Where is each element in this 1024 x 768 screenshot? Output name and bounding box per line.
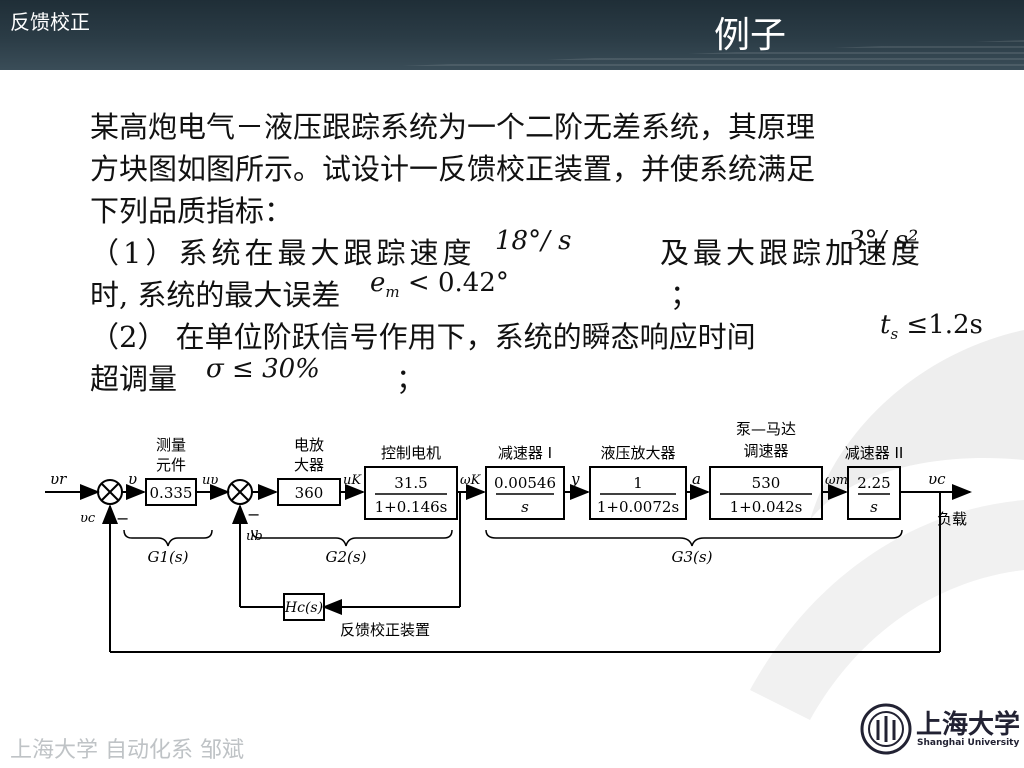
- text-line-6a: （2） 在单位阶跃信号作用下，系统的瞬态响应时间: [90, 320, 756, 354]
- signal-y: y: [570, 470, 580, 488]
- group-g1: G1(s): [148, 548, 189, 566]
- block-r2-num: 2.25: [857, 474, 890, 492]
- label-reducer2: 减速器 II: [845, 444, 904, 462]
- signal-minus-1: −: [116, 509, 129, 528]
- block-pump-num: 530: [752, 474, 781, 492]
- group-g2: G2(s): [326, 548, 367, 566]
- block-r1-den: s: [521, 498, 529, 516]
- label-feedback: 反馈校正装置: [340, 621, 430, 639]
- block-hyd-den: 1+0.0072s: [597, 498, 679, 516]
- label-reducer1: 减速器 I: [498, 444, 552, 462]
- text-line-7a: 超调量: [90, 362, 178, 396]
- signal-vr: υr: [50, 470, 67, 488]
- math-max-speed: 18°/ s: [495, 226, 572, 256]
- text-line-4b: 及最大跟踪加速度: [660, 236, 925, 270]
- background-swirl: [750, 330, 1024, 720]
- block-motor-num: 31.5: [394, 474, 427, 492]
- label-amp-2: 大器: [294, 456, 324, 474]
- math-overshoot: σ ≤ 30%: [206, 354, 320, 384]
- text-line-4a: （1）系统在最大跟踪速度: [90, 236, 476, 270]
- signal-wk: ωK: [460, 473, 482, 488]
- block-amp: 360: [295, 484, 324, 502]
- label-amp-1: 电放: [294, 436, 324, 454]
- signal-vc-out: υc: [928, 470, 946, 488]
- footer-text: 上海大学 自动化系 邹斌: [10, 738, 244, 763]
- group-g3: G3(s): [672, 548, 713, 566]
- logo-english-name: Shanghai University: [917, 738, 1020, 748]
- block-measure: 0.335: [150, 484, 193, 502]
- block-r1-num: 0.00546: [494, 474, 556, 492]
- label-measure-1: 测量: [156, 436, 186, 454]
- label-load: 负载: [937, 510, 967, 528]
- label-pump-2: 调速器: [743, 442, 788, 460]
- math-max-error: em < 0.42°: [370, 268, 509, 302]
- problem-text: 某高炮电气－液压跟踪系统为一个二阶无差系统，其原理 方块图如图所示。试设计一反馈…: [90, 106, 970, 400]
- signal-uv: uυ: [202, 473, 218, 488]
- label-pump-1: 泵—马达: [736, 420, 796, 438]
- label-motor: 控制电机: [381, 444, 441, 462]
- math-settling-time: ts ≤1.2s: [880, 310, 983, 344]
- signal-ub: ub: [246, 529, 263, 544]
- math-max-accel: 3°/ s²: [848, 226, 919, 256]
- slide-title: 例子: [714, 15, 787, 56]
- block-diagram: 测量 元件 电放 大器 控制电机 减速器 I 液压放大器 泵—马达 调速器 减速…: [45, 420, 972, 653]
- text-line-2: 方块图如图所示。试设计一反馈校正装置，并使系统满足: [90, 152, 816, 186]
- signal-uk: uK: [343, 473, 362, 488]
- block-hc: Hc(s): [284, 600, 323, 616]
- text-line-3: 下列品质指标：: [90, 194, 294, 228]
- signal-wm: ωm: [825, 473, 848, 488]
- text-line-7b: ；: [396, 362, 426, 396]
- block-hyd-num: 1: [633, 474, 643, 492]
- logo-chinese-name: 上海大学: [916, 710, 1021, 740]
- block-motor-den: 1+0.146s: [375, 498, 448, 516]
- block-pump-den: 1+0.042s: [730, 498, 803, 516]
- label-hyd: 液压放大器: [600, 444, 675, 462]
- header-bar: 反馈校正 例子: [0, 0, 1024, 72]
- header-stripe: [260, 40, 1024, 72]
- text-line-1: 某高炮电气－液压跟踪系统为一个二阶无差系统，其原理: [90, 110, 816, 144]
- section-label: 反馈校正: [10, 10, 90, 34]
- block-r2-den: s: [870, 498, 878, 516]
- signal-a: a: [692, 470, 701, 488]
- signal-v: υ: [128, 470, 137, 488]
- university-seal-icon: [860, 703, 912, 755]
- text-line-5a: 时, 系统的最大误差: [90, 278, 341, 312]
- text-line-5b: ；: [670, 278, 700, 312]
- label-measure-2: 元件: [156, 456, 186, 474]
- signal-minus-2: −: [247, 505, 260, 524]
- signal-vc-in: υc: [80, 511, 96, 526]
